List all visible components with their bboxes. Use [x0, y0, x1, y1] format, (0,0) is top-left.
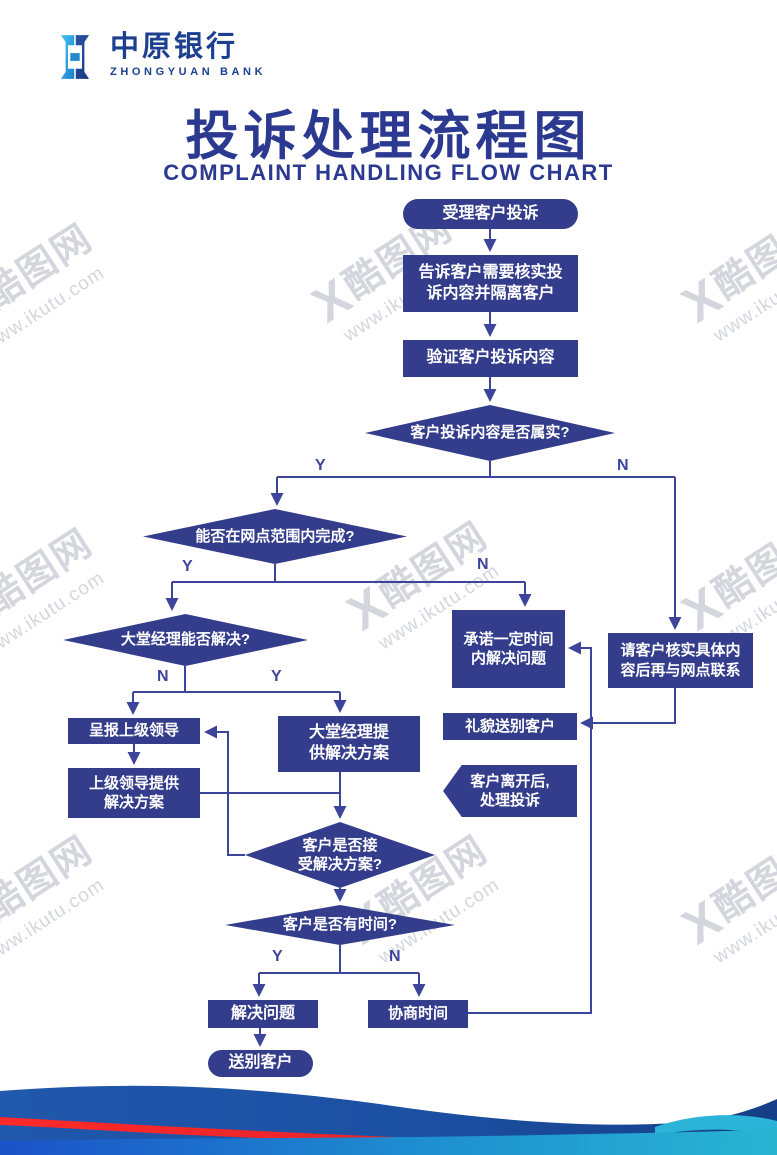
flow-node-start: 受理客户投诉 [403, 199, 578, 229]
page-title: 投诉处理流程图 [185, 107, 592, 166]
flow-node-verify: 验证客户投诉内容 [403, 340, 578, 377]
bank-logo: 中原银行 ZHONGYUAN BANK [50, 32, 266, 82]
bank-name-en: ZHONGYUAN BANK [110, 66, 267, 79]
branch-label-time-yes: Y [272, 948, 283, 965]
flow-node-leader-solution: 上级领导提供 解决方案 [68, 768, 200, 818]
bottom-wave-decoration [0, 1085, 777, 1155]
flow-node-negotiate-time: 协商时间 [368, 1000, 468, 1028]
flow-node-recheck: 请客户核实具体内 容后再与网点联系 [608, 633, 753, 688]
branch-label-true-no: N [617, 457, 629, 474]
bank-name-cn: 中原银行 [110, 31, 239, 63]
flow-node-after-leave: 客户离开后, 处理投诉 [443, 765, 577, 817]
branch-label-lobby-no: N [157, 668, 169, 685]
branch-label-scope-yes: Y [182, 558, 193, 575]
flow-node-polite-farewell: 礼貌送别客户 [443, 713, 577, 740]
branch-label-scope-no: N [477, 556, 489, 573]
flow-node-lobby-solution: 大堂经理提 供解决方案 [278, 716, 420, 772]
bank-logo-text: 中原银行 ZHONGYUAN BANK [110, 31, 267, 79]
flow-node-farewell: 送别客户 [208, 1050, 313, 1077]
flow-node-report-leader: 呈报上级领导 [68, 718, 200, 744]
flow-node-promise: 承诺一定时间 内解决问题 [452, 610, 565, 688]
zhongyuan-bank-logo-icon [60, 35, 90, 79]
page-subtitle: COMPLAINT HANDLING FLOW CHART [163, 160, 614, 185]
branch-label-true-yes: Y [315, 457, 326, 474]
flow-node-inform: 告诉客户需要核实投 诉内容并隔离客户 [403, 255, 578, 312]
branch-label-lobby-yes: Y [271, 668, 282, 685]
branch-label-time-no: N [389, 948, 401, 965]
flow-node-solve: 解决问题 [208, 1000, 318, 1028]
